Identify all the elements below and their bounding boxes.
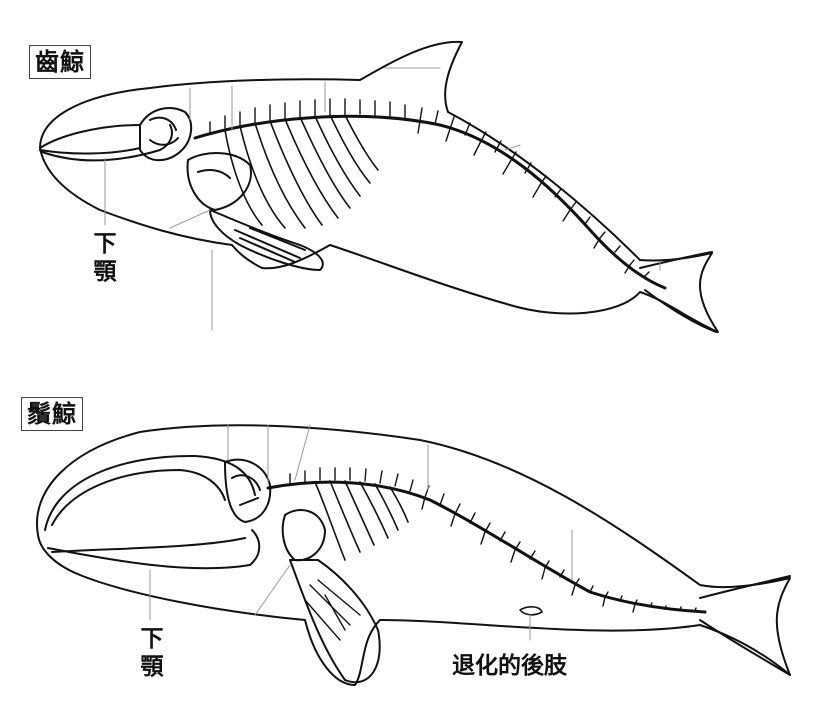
toothed-whale-spine: [195, 116, 665, 288]
baleen-whale-jaw-label: 下顎: [138, 625, 166, 681]
baleen-whale-lower-jaw: [48, 530, 259, 568]
baleen-whale-flipper: [290, 560, 380, 682]
toothed-whale-scapula: [188, 153, 251, 210]
toothed-whale-ribs: [225, 115, 378, 228]
baleen-whale-title: 鬚鯨: [21, 397, 83, 431]
toothed-whale-body-outline: [40, 42, 718, 332]
hind-limb-label: 退化的後肢: [452, 652, 567, 680]
toothed-whale-figure: [40, 42, 718, 332]
baleen-whale-hind-limb: [520, 607, 542, 615]
toothed-whale-jaw-label: 下顎: [91, 230, 119, 286]
toothed-whale-flipper: [210, 210, 323, 270]
baleen-whale-rostrum: [45, 456, 255, 530]
baleen-whale-skull: [225, 460, 270, 522]
toothed-whale-mouth: [40, 125, 140, 154]
toothed-whale-title: 齒鯨: [29, 45, 91, 79]
baleen-whale-ribs: [315, 481, 408, 560]
toothed-whale-guide-lines: [105, 68, 660, 330]
baleen-whale-scapula: [283, 510, 325, 560]
toothed-whale-skull: [140, 108, 191, 160]
